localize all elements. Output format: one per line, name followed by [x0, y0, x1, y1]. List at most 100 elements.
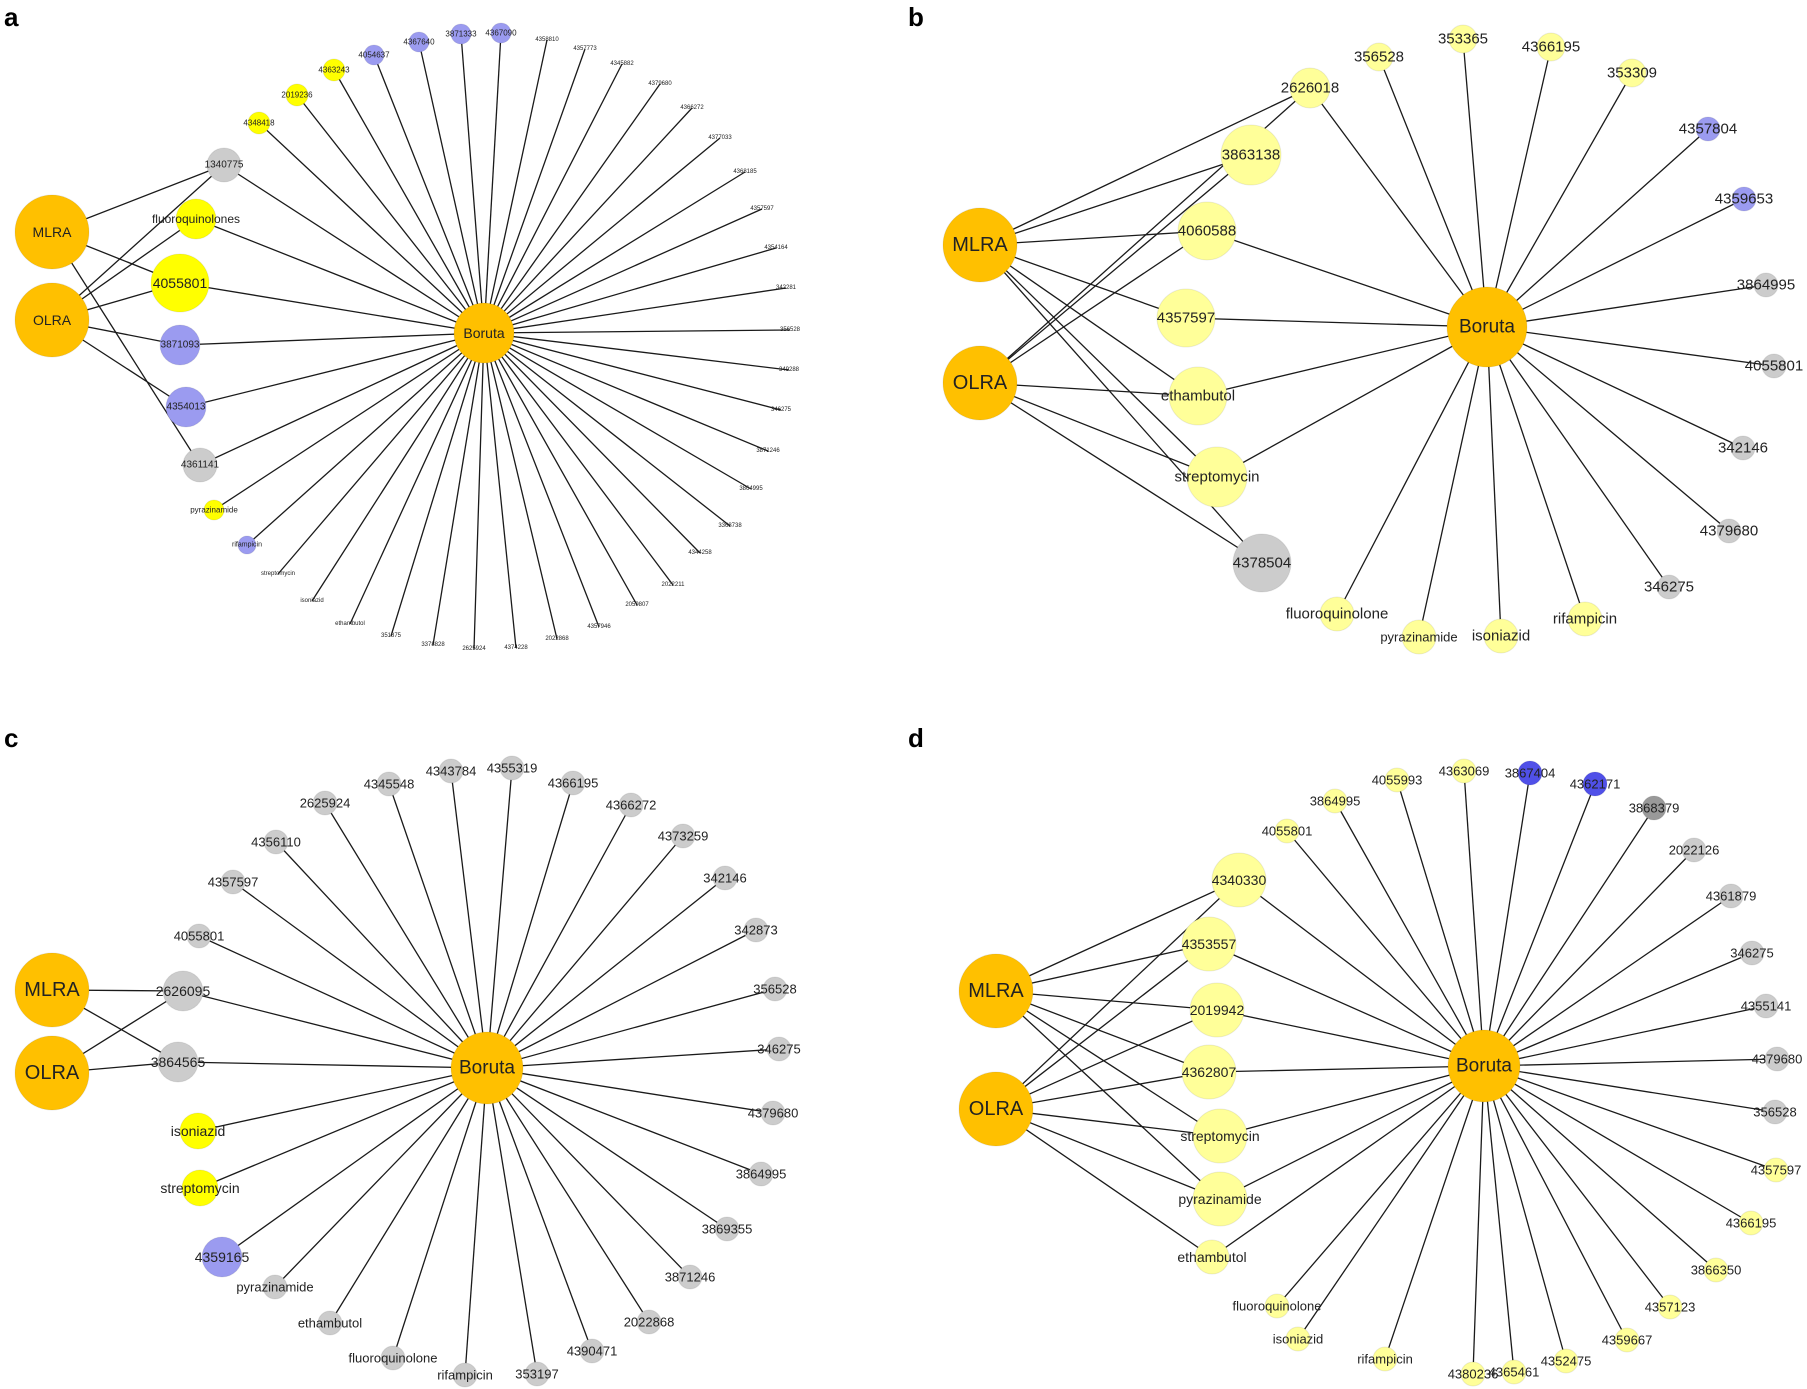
node-a-4054637: 4054637 [358, 44, 390, 66]
edge-b-boruta-2626018 [1309, 87, 1488, 328]
node-circle-b-rifampicin [1567, 601, 1603, 637]
node-circle-c-2022868 [636, 1309, 662, 1335]
edge-c-boruta-4366195 [486, 782, 574, 1069]
node-b-4060588: 4060588 [1177, 201, 1237, 261]
node-label-b-353309: 353309 [1607, 65, 1657, 82]
node-d-4340330: 4340330 [1211, 852, 1267, 908]
node-label-b-3864995: 3864995 [1737, 277, 1795, 294]
node-label-b-4379680: 4379680 [1700, 523, 1758, 540]
node-a-rifampicin: rifampicin [232, 535, 262, 555]
node-circle-b-3864995 [1753, 272, 1779, 298]
node-label-c-4055801: 4055801 [174, 929, 225, 944]
edge-c-boruta-4379680 [486, 1067, 774, 1114]
edge-c-boruta-3869355 [486, 1067, 728, 1230]
node-c-4055801: 4055801 [174, 923, 225, 949]
node-c-346275: 346275 [757, 1036, 801, 1062]
node-label-d-4362807: 4362807 [1182, 1064, 1237, 1080]
node-circle-a-4367090 [490, 22, 512, 44]
node-circle-c-boruta [450, 1031, 524, 1105]
node-c-2626095: 2626095 [156, 970, 210, 1012]
node-a-2019236: 2019236 [281, 83, 313, 107]
node-d-3867404: 3867404 [1505, 760, 1555, 786]
edge-b-boruta-353309 [1486, 72, 1633, 328]
edge-c-boruta-4345548 [388, 783, 488, 1069]
edge-c-boruta-pyrazinamide [274, 1067, 488, 1288]
node-c-356528: 356528 [753, 976, 797, 1002]
edge-c-boruta-rifampicin [464, 1067, 488, 1376]
node-a-mlra: MLRA [14, 194, 90, 270]
node-d-4379680: 4379680 [1752, 1046, 1802, 1072]
node-label-c-4390471: 4390471 [567, 1344, 618, 1359]
node-b-342146: 342146 [1718, 435, 1768, 461]
node-circle-d-4357123 [1657, 1294, 1683, 1320]
node-label-b-356528: 356528 [1354, 49, 1404, 66]
node-label-c-boruta: Boruta [459, 1058, 515, 1079]
edge-a-boruta-4358810 [483, 39, 548, 334]
node-circle-d-356528 [1762, 1099, 1788, 1125]
node-label-b-olra: OLRA [953, 372, 1008, 394]
node-label-d-3864995: 3864995 [1310, 794, 1361, 809]
edge-c-boruta-4390471 [486, 1067, 593, 1352]
node-a-3871333: 3871333 [445, 23, 477, 45]
edge-c-boruta-2022868 [486, 1067, 650, 1323]
edge-c-boruta-streptomycin [199, 1067, 488, 1189]
node-label-c-4366272: 4366272 [606, 798, 657, 813]
node-a-356528: 356528 [780, 327, 801, 333]
node-b-olra: OLRA [942, 345, 1018, 421]
node-a-351875: 351875 [381, 633, 402, 639]
node-label-d-4357597: 4357597 [1751, 1163, 1802, 1178]
node-circle-b-4366195 [1536, 32, 1566, 62]
node-circle-d-streptomycin [1192, 1108, 1248, 1164]
node-a-isoniazid: isoniazid [300, 598, 323, 604]
node-d-356528: 356528 [1753, 1099, 1797, 1125]
panel-a: a MLRAOLRABoruta1340775fluoroquinolones4… [4, 2, 801, 652]
edge-a-boruta-4354164 [483, 247, 777, 334]
node-label-c-pyrazinamide: pyrazinamide [236, 1280, 313, 1295]
edge-d-boruta-4379680 [1483, 1058, 1778, 1067]
edge-a-boruta-streptomycin [277, 332, 485, 575]
node-circle-b-356528 [1364, 42, 1394, 72]
node-circle-c-356528 [762, 976, 788, 1002]
node-a-346275: 346275 [771, 407, 792, 413]
node-circle-c-3871246 [677, 1264, 703, 1290]
node-d-3866350: 3866350 [1691, 1257, 1741, 1283]
node-label-d-4340330: 4340330 [1212, 872, 1267, 888]
node-label-a-4358810: 4358810 [535, 37, 559, 43]
node-label-a-2022211: 2022211 [662, 582, 686, 588]
edge-a-boruta-4354013 [185, 332, 485, 408]
node-circle-d-mlra [958, 953, 1034, 1029]
node-label-b-4060588: 4060588 [1178, 223, 1236, 240]
node-a-olra: OLRA [14, 282, 90, 358]
node-label-a-3368738: 3368738 [718, 523, 742, 529]
node-a-2625924: 2625924 [462, 646, 486, 652]
node-label-a-3871333: 3871333 [445, 30, 477, 39]
node-d-4380236: 4380236 [1448, 1361, 1498, 1387]
node-label-a-4366272: 4366272 [680, 105, 704, 111]
node-circle-c-4366195 [560, 770, 586, 796]
node-label-b-4366195: 4366195 [1522, 39, 1580, 56]
edge-c-boruta-3864995 [486, 1067, 762, 1175]
node-c-4366272: 4366272 [606, 792, 657, 818]
node-c-rifampicin: rifampicin [437, 1362, 493, 1388]
edge-a-boruta-rifampicin [246, 332, 485, 546]
node-label-b-fluoroquinolone: fluoroquinolone [1286, 606, 1389, 623]
node-a-3368738: 3368738 [718, 523, 742, 529]
node-d-mlra: MLRA [958, 953, 1034, 1029]
node-circle-b-fluoroquinolone [1319, 596, 1355, 632]
node-c-3871246: 3871246 [665, 1264, 715, 1290]
node-circle-d-3867404 [1517, 760, 1543, 786]
node-c-ethambutol: ethambutol [298, 1310, 362, 1336]
edge-d-boruta-4355141 [1483, 1005, 1767, 1067]
node-circle-d-3864995 [1322, 788, 1348, 814]
edge-d-boruta-346275 [1483, 952, 1753, 1067]
node-a-4357597: 4357597 [750, 206, 774, 212]
edge-b-mlra-4060588 [979, 230, 1208, 246]
node-d-4361879: 4361879 [1706, 883, 1756, 909]
node-label-a-isoniazid: isoniazid [300, 598, 323, 604]
node-b-4379680: 4379680 [1700, 518, 1758, 544]
node-d-4362171: 4362171 [1570, 771, 1620, 797]
node-circle-c-4345548 [376, 771, 402, 797]
node-label-d-4365461: 4365461 [1489, 1365, 1540, 1380]
node-b-mlra: MLRA [942, 207, 1018, 283]
edge-c-boruta-ethambutol [329, 1067, 488, 1324]
